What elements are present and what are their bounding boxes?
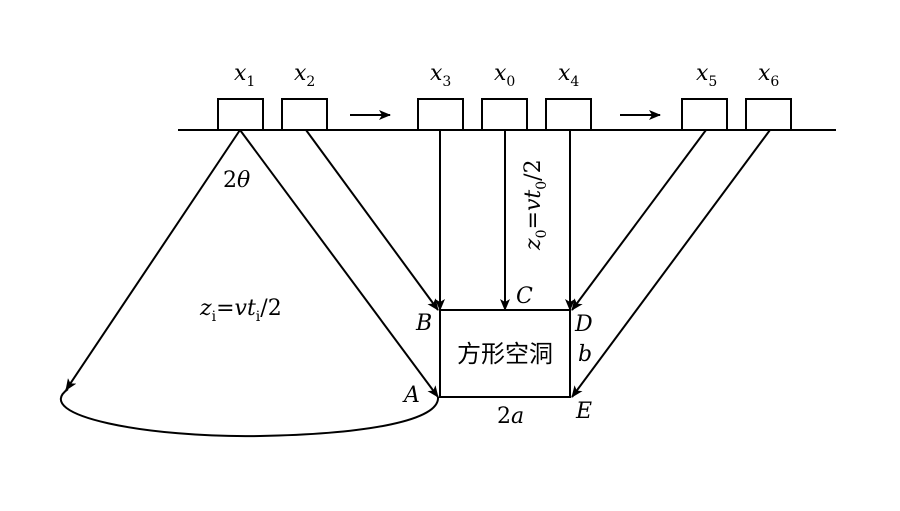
angle-label: 2θ xyxy=(223,168,250,193)
cone-bottom-ellipse xyxy=(59,388,440,438)
formula-zi: zi=vti/2 xyxy=(199,296,282,325)
receiver-box-x1 xyxy=(217,98,264,131)
cavity-label: 方形空洞 xyxy=(457,340,553,368)
ray-x1-to-A xyxy=(239,129,439,398)
receiver-label-x6: x6 xyxy=(758,61,779,90)
point-label-A: A xyxy=(402,383,420,408)
receiver-label-x5: x5 xyxy=(696,61,717,90)
receiver-label-x4: x4 xyxy=(558,61,579,90)
ray-x2-to-B xyxy=(305,129,439,311)
point-label-E: E xyxy=(575,399,592,424)
cone-left-ray xyxy=(65,129,241,391)
point-label-B: B xyxy=(415,311,432,336)
receiver-box-x2 xyxy=(281,98,328,131)
receiver-box-x3 xyxy=(417,98,464,131)
width-label-2a: 2a xyxy=(497,404,524,429)
receiver-label-x2: x2 xyxy=(294,61,315,90)
height-label-b: b xyxy=(578,342,592,367)
receiver-box-x4 xyxy=(545,98,592,131)
receiver-box-x5 xyxy=(681,98,728,131)
ray-x6-to-E xyxy=(571,129,771,398)
square-cavity xyxy=(439,309,571,398)
receiver-box-x6 xyxy=(745,98,792,131)
receiver-label-x1: x1 xyxy=(234,61,255,90)
receiver-box-x0 xyxy=(481,98,528,131)
receiver-label-x3: x3 xyxy=(430,61,451,90)
point-label-C: C xyxy=(516,284,533,309)
receiver-label-x0: x0 xyxy=(494,61,515,90)
ray-x5-to-D xyxy=(571,129,707,311)
formula-z0: z0=vt0/2 xyxy=(521,159,550,251)
point-label-D: D xyxy=(574,312,593,337)
